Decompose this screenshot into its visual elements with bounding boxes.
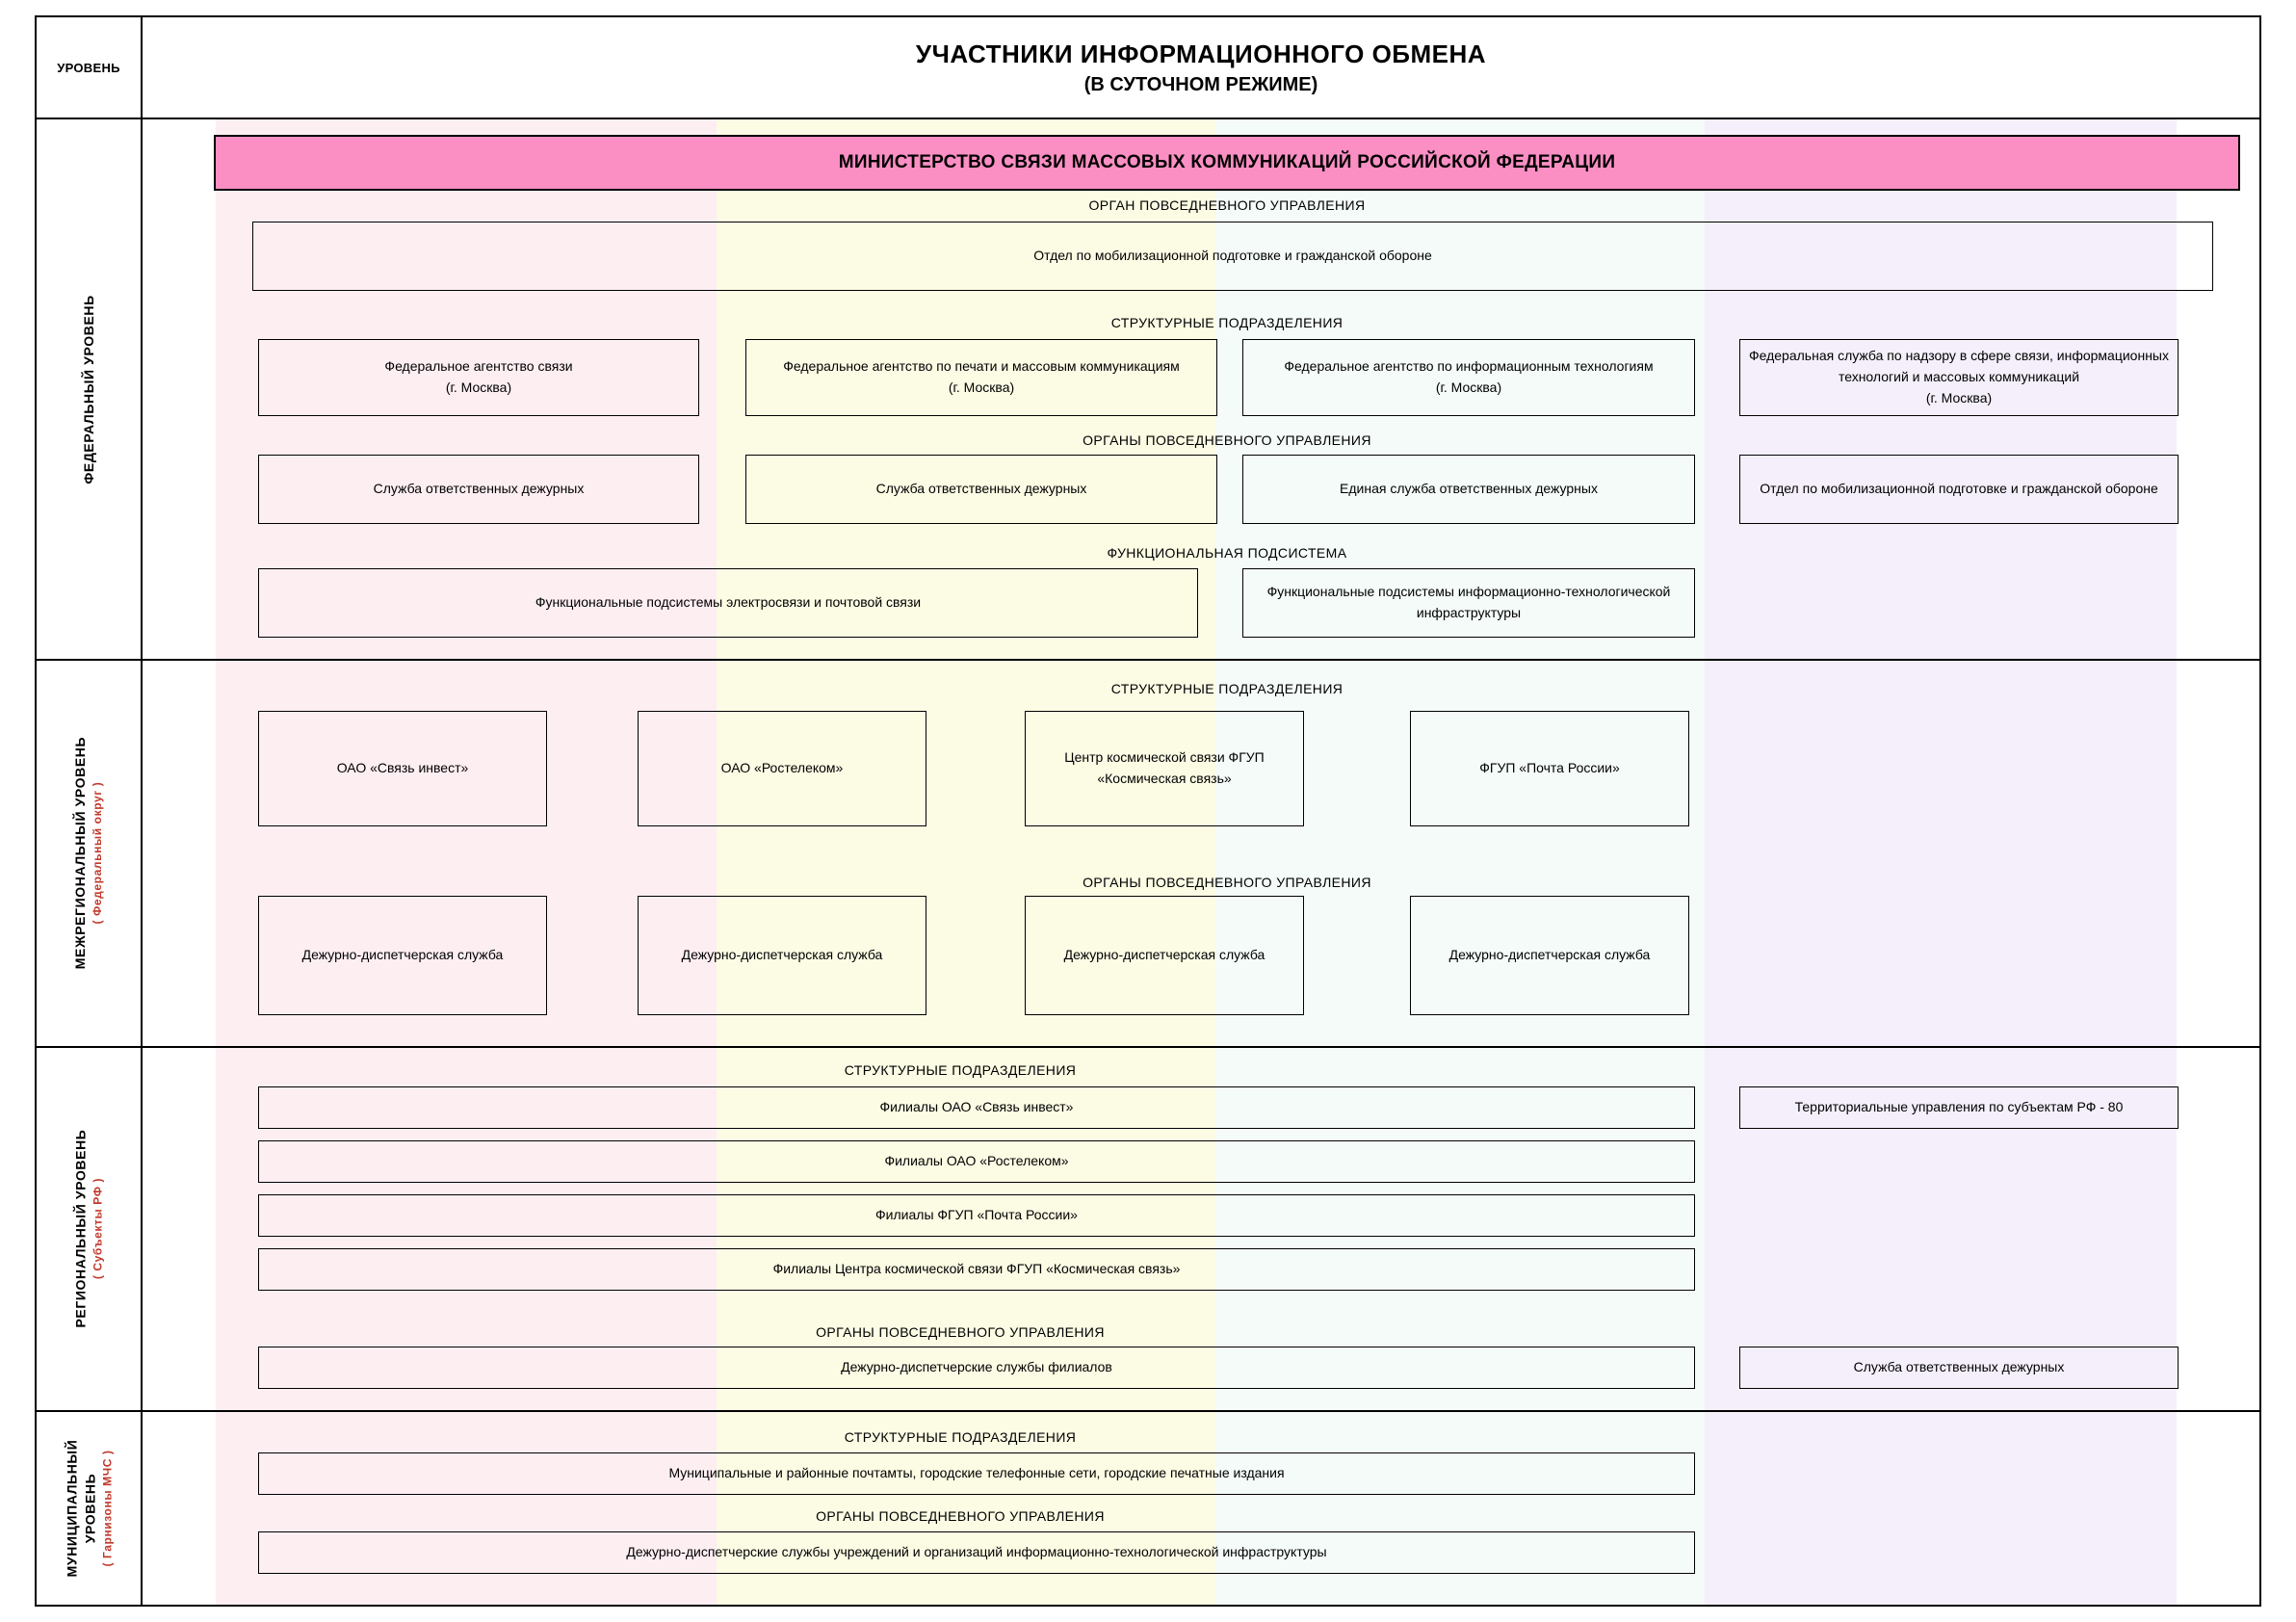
interregional-structural-box-1[interactable]: ОАО «Связь инвест» — [258, 711, 547, 826]
level-label-federal: ФЕДЕРАЛЬНЫЙ УРОВЕНЬ — [37, 119, 141, 659]
regional-structural-box-4[interactable]: Филиалы Центра космической связи ФГУП «К… — [258, 1248, 1695, 1291]
federal-duty-service-box-2[interactable]: Служба ответственных дежурных — [745, 455, 1217, 524]
regional-structural-box-3[interactable]: Филиалы ФГУП «Почта России» — [258, 1194, 1695, 1237]
level-label-interregional-text: МЕЖРЕГИОНАЛЬНЫЙ УРОВЕНЬ — [72, 737, 89, 970]
municipal-duty-box[interactable]: Дежурно-диспетчерские службы учреждений … — [258, 1531, 1695, 1574]
column-band-blue — [1215, 119, 1705, 1607]
column-band-yellow — [717, 119, 1215, 1607]
regional-territorial-box[interactable]: Территориальные управления по субъектам … — [1739, 1086, 2179, 1129]
level-label-interregional: МЕЖРЕГИОНАЛЬНЫЙ УРОВЕНЬ ( Федеральный ок… — [37, 661, 141, 1046]
level-label-regional-text: РЕГИОНАЛЬНЫЙ УРОВЕНЬ — [72, 1130, 89, 1328]
level-label-municipal: МУНИЦИПАЛЬНЫЙ УРОВЕНЬ ( Гарнизоны МЧС ) — [37, 1412, 141, 1605]
federal-agency-box-1[interactable]: Федеральное агентство связи(г. Москва) — [258, 339, 699, 416]
level-label-regional: РЕГИОНАЛЬНЫЙ УРОВЕНЬ ( Субъекты РФ ) — [37, 1048, 141, 1410]
federal-agency-box-4[interactable]: Федеральная служба по надзору в сфере св… — [1739, 339, 2179, 416]
regional-structural-box-2[interactable]: Филиалы ОАО «Ростелеком» — [258, 1140, 1695, 1183]
page-title: УЧАСТНИКИ ИНФОРМАЦИОННОГО ОБМЕНА (В СУТО… — [143, 17, 2259, 118]
page-title-line2: (В СУТОЧНОМ РЕЖИМЕ) — [1083, 73, 1318, 95]
caption-municipal-structural-units: СТРУКТУРНЫЕ ПОДРАЗДЕЛЕНИЯ — [844, 1429, 1077, 1445]
regional-structural-box-1[interactable]: Филиалы ОАО «Связь инвест» — [258, 1086, 1695, 1129]
level-separator-1 — [35, 659, 2261, 661]
column-band-pink — [216, 119, 717, 1607]
interregional-structural-box-3[interactable]: Центр космической связи ФГУП «Космическа… — [1025, 711, 1304, 826]
level-label-municipal-sub: ( Гарнизоны МЧС ) — [99, 1450, 114, 1567]
caption-federal-organs-daily: ОРГАНЫ ПОВСЕДНЕВНОГО УПРАВЛЕНИЯ — [1083, 432, 1371, 448]
caption-federal-functional-subsystem: ФУНКЦИОНАЛЬНАЯ ПОДСИСТЕМА — [1107, 545, 1347, 561]
federal-agency-box-3[interactable]: Федеральное агентство по информационным … — [1242, 339, 1695, 416]
caption-interregional-organs-daily: ОРГАНЫ ПОВСЕДНЕВНОГО УПРАВЛЕНИЯ — [1083, 875, 1371, 890]
caption-regional-organs-daily: ОРГАНЫ ПОВСЕДНЕВНОГО УПРАВЛЕНИЯ — [816, 1324, 1105, 1340]
ministry-banner[interactable]: МИНИСТЕРСТВО СВЯЗИ МАССОВЫХ КОММУНИКАЦИЙ… — [214, 135, 2240, 191]
federal-duty-service-box-1[interactable]: Служба ответственных дежурных — [258, 455, 699, 524]
interregional-duty-box-1[interactable]: Дежурно-диспетчерская служба — [258, 896, 547, 1015]
caption-federal-organ-daily: ОРГАН ПОВСЕДНЕВНОГО УПРАВЛЕНИЯ — [1088, 197, 1366, 213]
level-column-header: УРОВЕНЬ — [57, 60, 120, 75]
caption-federal-structural-units: СТРУКТУРНЫЕ ПОДРАЗДЕЛЕНИЯ — [1110, 315, 1344, 330]
federal-agency-box-2[interactable]: Федеральное агентство по печати и массов… — [745, 339, 1217, 416]
interregional-duty-box-2[interactable]: Дежурно-диспетчерская служба — [638, 896, 926, 1015]
page-title-line1: УЧАСТНИКИ ИНФОРМАЦИОННОГО ОБМЕНА — [915, 39, 1487, 68]
level-separator-3 — [35, 1410, 2261, 1412]
level-column-divider — [141, 15, 143, 1607]
federal-mob-department-box[interactable]: Отдел по мобилизационной подготовке и гр… — [252, 222, 2213, 291]
column-band-purple — [1705, 119, 2177, 1607]
level-label-regional-sub: ( Субъекты РФ ) — [91, 1178, 105, 1280]
federal-functional-subsystem-box-2[interactable]: Функциональные подсистемы информационно-… — [1242, 568, 1695, 638]
caption-interregional-structural-units: СТРУКТУРНЫЕ ПОДРАЗДЕЛЕНИЯ — [1110, 681, 1344, 696]
municipal-structural-box[interactable]: Муниципальные и районные почтамты, город… — [258, 1452, 1695, 1495]
regional-duty-right-box[interactable]: Служба ответственных дежурных — [1739, 1347, 2179, 1389]
regional-duty-branches-box[interactable]: Дежурно-диспетчерские службы филиалов — [258, 1347, 1695, 1389]
level-label-interregional-sub: ( Федеральный округ ) — [91, 782, 105, 925]
federal-duty-service-box-3[interactable]: Единая служба ответственных дежурных — [1242, 455, 1695, 524]
interregional-duty-box-3[interactable]: Дежурно-диспетчерская служба — [1025, 896, 1304, 1015]
interregional-structural-box-2[interactable]: ОАО «Ростелеком» — [638, 711, 926, 826]
level-label-federal-text: ФЕДЕРАЛЬНЫЙ УРОВЕНЬ — [80, 294, 96, 484]
caption-regional-structural-units: СТРУКТУРНЫЕ ПОДРАЗДЕЛЕНИЯ — [844, 1062, 1077, 1078]
level-separator-2 — [35, 1046, 2261, 1048]
level-label-municipal-text: МУНИЦИПАЛЬНЫЙ УРОВЕНЬ — [64, 1439, 97, 1578]
caption-municipal-organs-daily: ОРГАНЫ ПОВСЕДНЕВНОГО УПРАВЛЕНИЯ — [816, 1508, 1105, 1524]
federal-functional-subsystem-box-1[interactable]: Функциональные подсистемы электросвязи и… — [258, 568, 1198, 638]
diagram-frame — [35, 15, 2261, 1607]
interregional-structural-box-4[interactable]: ФГУП «Почта России» — [1410, 711, 1689, 826]
header-rule — [35, 118, 2261, 119]
federal-mob-department-box-right[interactable]: Отдел по мобилизационной подготовке и гр… — [1739, 455, 2179, 524]
interregional-duty-box-4[interactable]: Дежурно-диспетчерская служба — [1410, 896, 1689, 1015]
